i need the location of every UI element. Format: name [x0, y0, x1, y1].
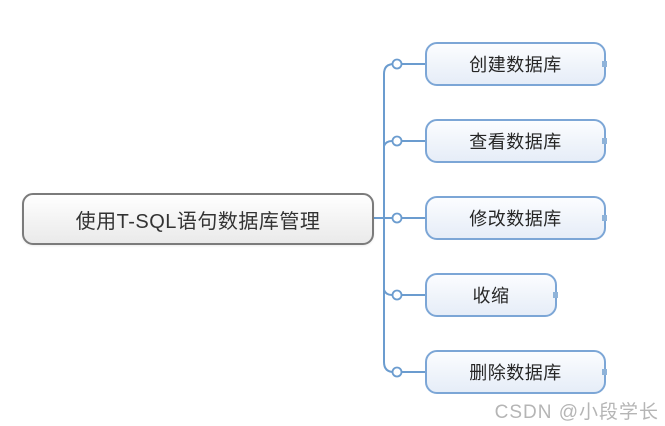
collapse-handle-3[interactable] — [391, 212, 403, 224]
child-node-label: 删除数据库 — [469, 363, 562, 383]
connector-branch-2 — [383, 140, 425, 147]
connection-nub-icon — [602, 138, 607, 144]
child-node-shrink[interactable]: 收缩 — [425, 273, 558, 317]
collapse-handle-2[interactable] — [391, 135, 403, 147]
child-node-create-database[interactable]: 创建数据库 — [425, 42, 607, 86]
child-node-delete-database[interactable]: 删除数据库 — [425, 350, 607, 394]
collapse-handle-4[interactable] — [391, 289, 403, 301]
root-node-label: 使用T-SQL语句数据库管理 — [75, 210, 321, 233]
child-node-modify-database[interactable]: 修改数据库 — [425, 196, 607, 240]
child-node-label: 收缩 — [472, 286, 510, 306]
csdn-watermark: CSDN @小段学长 — [494, 402, 659, 423]
collapse-handle-1[interactable] — [391, 58, 403, 70]
child-node-view-database[interactable]: 查看数据库 — [425, 119, 607, 163]
root-node-tsql-db-management[interactable]: 使用T-SQL语句数据库管理 — [22, 193, 374, 245]
child-node-label: 创建数据库 — [469, 55, 562, 75]
connection-nub-icon — [602, 369, 607, 375]
child-node-label: 修改数据库 — [469, 209, 562, 229]
connection-nub-icon — [553, 292, 558, 298]
collapse-handle-5[interactable] — [391, 366, 403, 378]
child-node-label: 查看数据库 — [469, 132, 562, 152]
connection-nub-icon — [602, 215, 607, 221]
connector-trunk — [383, 63, 395, 373]
connector-branch-4 — [383, 289, 425, 296]
connection-nub-icon — [602, 61, 607, 67]
